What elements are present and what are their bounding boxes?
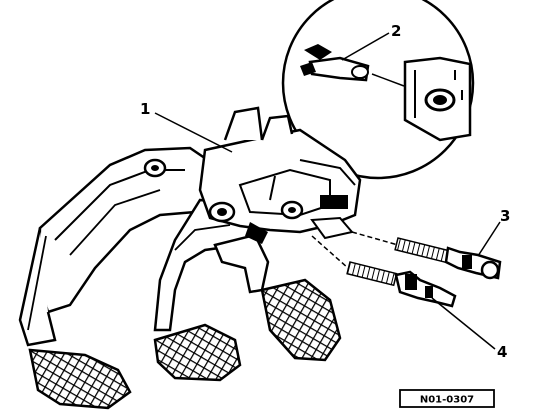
leader-4 [431, 297, 496, 350]
brake-pad [153, 323, 242, 382]
detail-circle [281, 0, 475, 180]
accelerator-pedal [213, 233, 342, 362]
leader-3 [477, 221, 501, 257]
clip-part [300, 44, 370, 82]
clutch-pedal [18, 146, 222, 410]
detail-view [247, 0, 475, 197]
switch-3 [351, 231, 502, 280]
leader-2 [341, 32, 390, 61]
accelerator-pad [260, 278, 342, 362]
pedal-bracket [198, 106, 362, 244]
callout-1: 1 [140, 100, 150, 118]
reference-code-box: N01-0307 [399, 389, 495, 408]
clutch-pad [28, 348, 132, 410]
leader-1 [154, 112, 233, 153]
callout-2: 2 [391, 22, 401, 40]
switch-4 [311, 235, 457, 308]
reference-code: N01-0307 [420, 395, 474, 406]
callout-3: 3 [500, 207, 510, 225]
callout-4: 4 [497, 343, 507, 361]
